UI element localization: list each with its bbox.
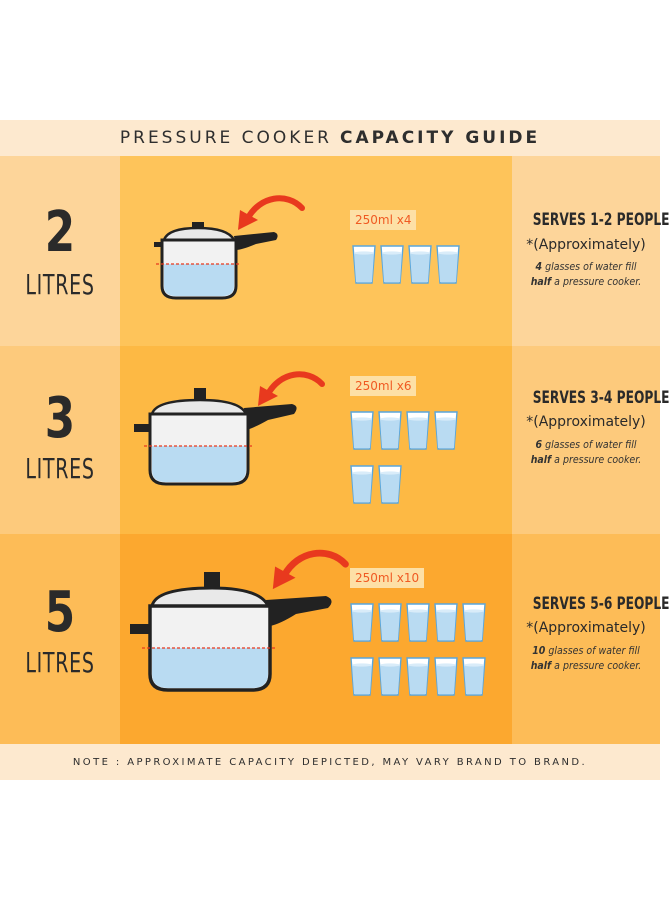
pressure-cooker-icon — [154, 222, 278, 300]
description-line-2-text: a pressure cooker. — [551, 454, 642, 466]
water-glass-icon — [406, 657, 430, 696]
water-glass-icon — [406, 603, 430, 642]
quantity-badge: 250ml x6 — [350, 376, 417, 396]
pressure-cooker-icon — [134, 388, 297, 486]
quantity-badge: 250ml x4 — [350, 210, 417, 230]
quantity-badge: 250ml x10 — [350, 568, 425, 588]
size-unit: LITRES — [25, 268, 95, 301]
water-glass-icon — [350, 411, 374, 450]
guide-title: PRESSURE COOKER CAPACITY GUIDE — [0, 120, 660, 156]
glass-count-bold: 6 — [535, 439, 543, 451]
illustration-panel: 250ml x10 — [120, 534, 512, 744]
curved-arrow-icon — [238, 195, 305, 230]
water-glass-icon — [434, 411, 458, 450]
half-bold: half — [530, 454, 552, 466]
size-panel: 2 LITRES — [0, 156, 120, 346]
capacity-row-3-litres: 3 LITRES 250ml x6 SERVES 3-4 PEOPLE *(Ap… — [0, 346, 670, 534]
water-glass-icon — [380, 245, 404, 284]
description-line-1-text: glasses of water fill — [542, 261, 637, 273]
size-unit: LITRES — [25, 646, 95, 679]
water-glass-icon — [462, 603, 486, 642]
glass-count-bold: 4 — [535, 261, 543, 273]
serves-label: SERVES 5-6 PEOPLE — [532, 594, 670, 614]
description-line-1-text: glasses of water fill — [545, 645, 640, 657]
water-glass-icon — [350, 465, 374, 504]
water-glass-icon — [436, 245, 460, 284]
illustration-panel: 250ml x4 — [120, 156, 512, 346]
description-line-1: 4 glasses of water fill — [519, 260, 652, 275]
description-line-2: half a pressure cooker. — [519, 453, 652, 468]
serving-panel: SERVES 5-6 PEOPLE *(Approximately) 10 gl… — [512, 534, 670, 744]
size-unit: LITRES — [25, 452, 95, 485]
water-glass-icon — [434, 657, 458, 696]
curved-arrow-icon — [258, 371, 325, 406]
illustration-panel: 250ml x6 — [120, 346, 512, 534]
serving-description: 6 glasses of water fill half a pressure … — [519, 438, 652, 468]
water-glass-icon — [350, 657, 374, 696]
water-glass-icon — [408, 245, 432, 284]
description-line-1: 6 glasses of water fill — [519, 438, 652, 453]
size-panel: 3 LITRES — [0, 346, 120, 534]
water-glass-icon — [378, 465, 402, 504]
size-number: 5 — [44, 580, 76, 645]
water-glass-icon — [378, 657, 402, 696]
serves-label: SERVES 1-2 PEOPLE — [532, 210, 670, 230]
glass-count-bold: 10 — [532, 645, 546, 657]
water-glass-icon — [434, 603, 458, 642]
water-glass-icon — [406, 411, 430, 450]
water-glass-icon — [378, 603, 402, 642]
description-line-2: half a pressure cooker. — [519, 275, 652, 290]
size-panel: 5 LITRES — [0, 534, 120, 744]
guide-title-regular: PRESSURE COOKER — [119, 128, 332, 148]
approx-label: *(Approximately) — [526, 620, 646, 636]
pressure-cooker-icon — [130, 572, 332, 692]
half-bold: half — [530, 276, 552, 288]
description-line-2: half a pressure cooker. — [519, 659, 652, 674]
description-line-1-text: glasses of water fill — [542, 439, 637, 451]
capacity-row-5-litres: 5 LITRES 250ml x10 SERVES 5-6 PEOPLE *(A… — [0, 534, 670, 744]
serving-panel: SERVES 1-2 PEOPLE *(Approximately) 4 gla… — [512, 156, 670, 346]
water-glass-icon — [352, 245, 376, 284]
approx-label: *(Approximately) — [526, 414, 646, 430]
water-glass-icon — [462, 657, 486, 696]
description-line-1: 10 glasses of water fill — [519, 644, 652, 659]
approx-label: *(Approximately) — [526, 237, 646, 253]
water-glass-icon — [350, 603, 374, 642]
water-glass-icon — [378, 411, 402, 450]
size-number: 3 — [44, 386, 76, 451]
half-bold: half — [530, 660, 552, 672]
description-line-2-text: a pressure cooker. — [551, 660, 642, 672]
serving-description: 10 glasses of water fill half a pressure… — [519, 644, 652, 674]
description-line-2-text: a pressure cooker. — [551, 276, 642, 288]
serving-description: 4 glasses of water fill half a pressure … — [519, 260, 652, 290]
serving-panel: SERVES 3-4 PEOPLE *(Approximately) 6 gla… — [512, 346, 670, 534]
curved-arrow-icon — [272, 549, 349, 590]
disclaimer-note: NOTE : APPROXIMATE CAPACITY DEPICTED, MA… — [0, 744, 660, 780]
serves-label: SERVES 3-4 PEOPLE — [532, 388, 670, 408]
size-number: 2 — [44, 200, 76, 265]
guide-title-bold: CAPACITY GUIDE — [340, 128, 541, 148]
capacity-row-2-litres: 2 LITRES 250ml x4 SERVES 1-2 PEOPLE *(Ap… — [0, 156, 670, 346]
